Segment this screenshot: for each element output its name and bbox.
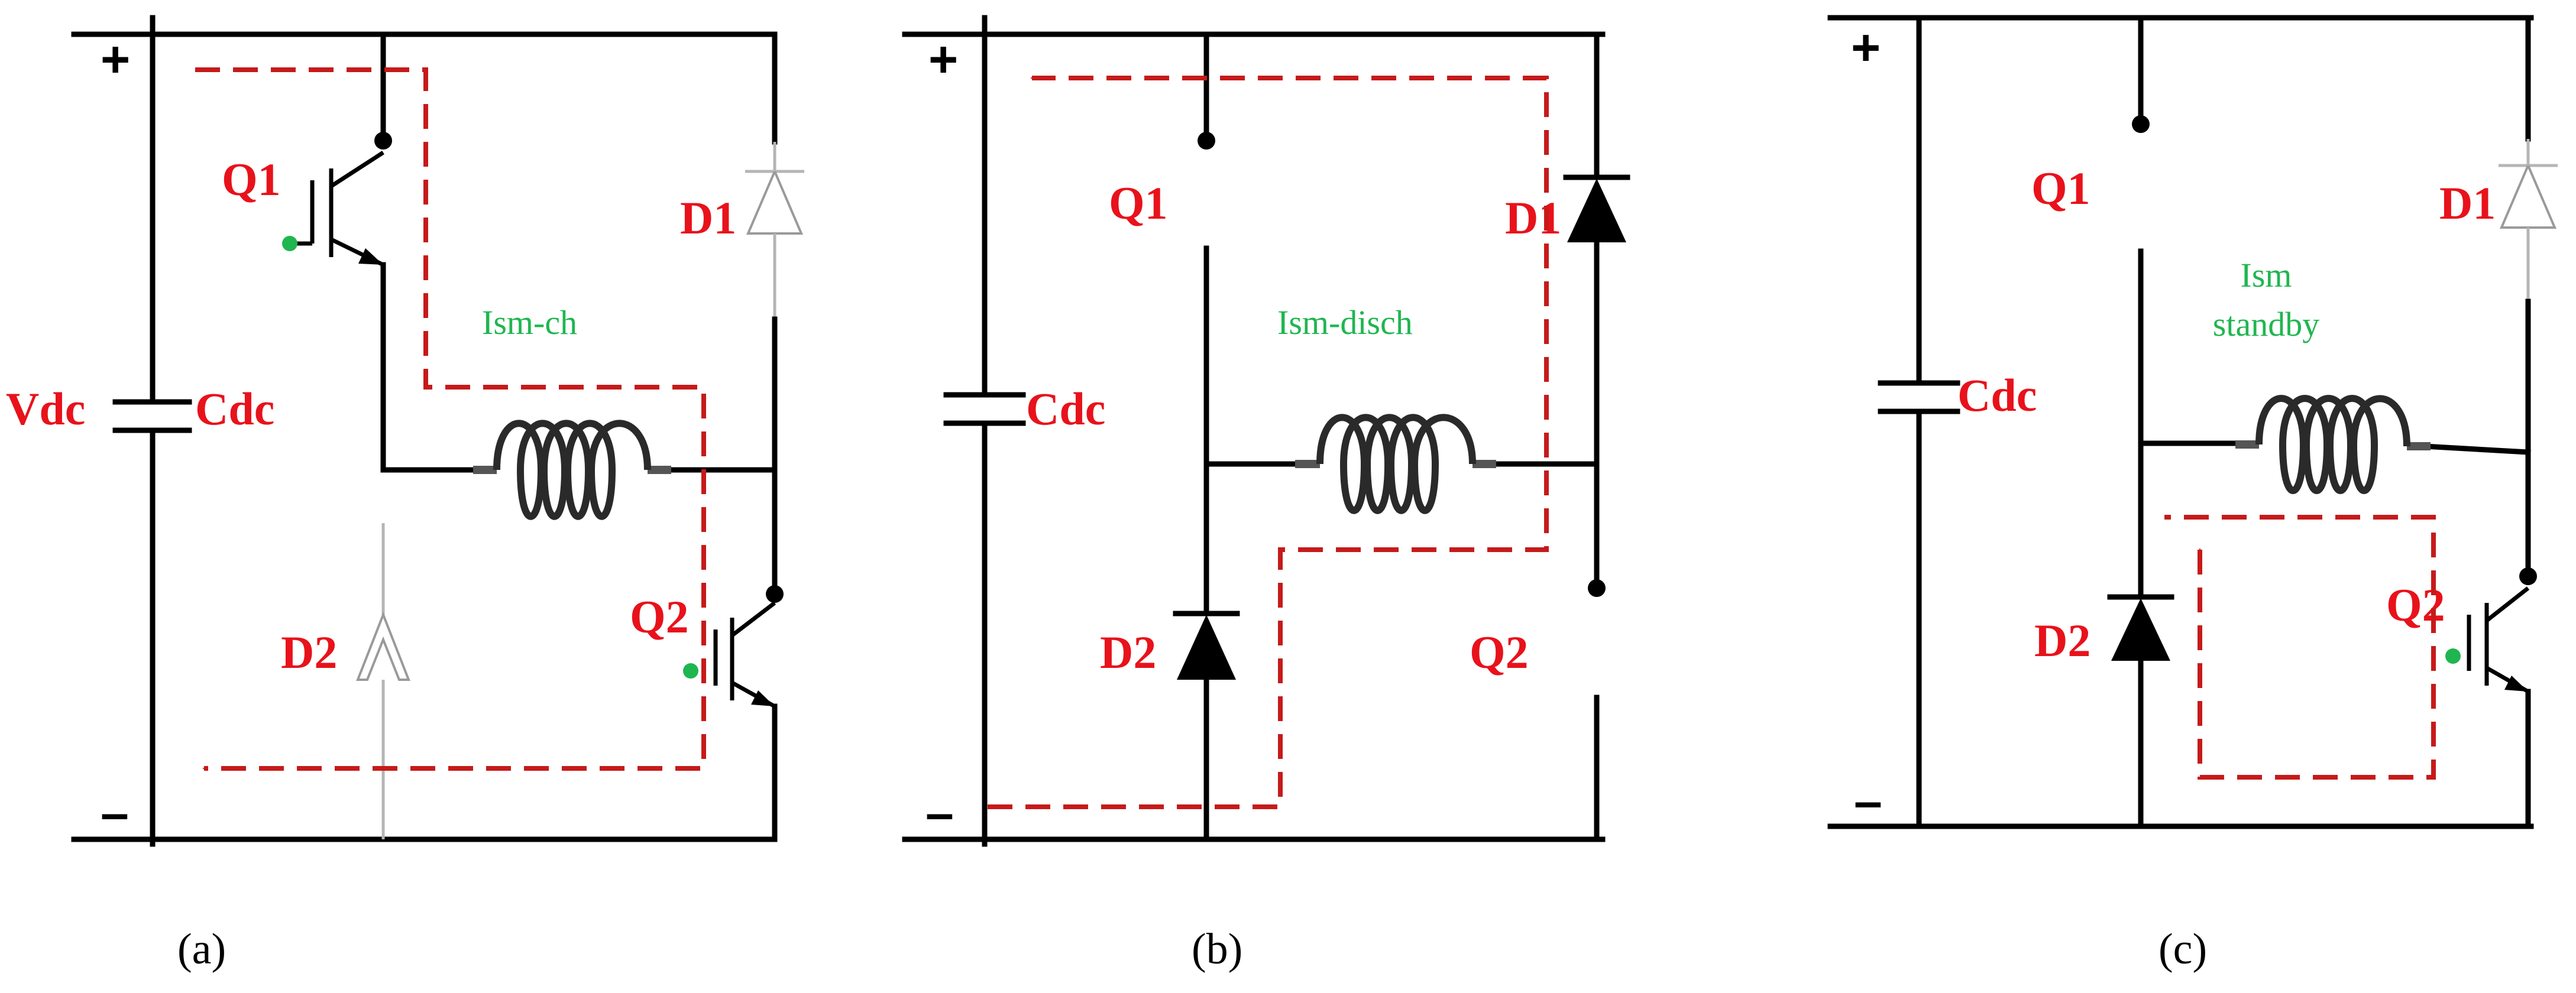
q2-label: Q2 xyxy=(2386,579,2445,631)
d2-diode-on xyxy=(2107,594,2174,661)
panel-b: + – Cdc Q1 D2 D1 Q xyxy=(902,15,1630,973)
d2-diode-on xyxy=(1173,611,1240,680)
q2-gate-dot xyxy=(683,663,698,679)
plus-sign: + xyxy=(928,31,958,88)
caption-b: (b) xyxy=(1192,925,1242,973)
q1-node xyxy=(1198,132,1215,150)
minus-sign: – xyxy=(1854,773,1882,830)
d2-label: D2 xyxy=(1100,627,1156,678)
q1-label: Q1 xyxy=(1109,177,1168,229)
minus-sign: – xyxy=(925,785,954,842)
capacitor-cdc xyxy=(943,15,1026,847)
current-path-discharging xyxy=(988,76,1549,809)
panel-a: + – Vdc Cdc Q1 D2 xyxy=(6,15,804,973)
q1-node xyxy=(374,132,392,150)
q2-igbt-symbol xyxy=(713,601,776,709)
current-label-line1: Ism xyxy=(2241,256,2292,294)
inductor-coil xyxy=(1295,414,1496,514)
current-label-line2: standby xyxy=(2213,305,2319,343)
q2-node xyxy=(766,585,784,603)
q1-igbt-symbol xyxy=(290,151,384,267)
capacitor-cdc xyxy=(1878,15,1960,829)
mid-wire-right xyxy=(2422,443,2531,455)
d1-diode-off xyxy=(2499,139,2558,301)
q2-label: Q2 xyxy=(630,591,689,642)
plus-sign: + xyxy=(101,31,130,88)
d1-label: D1 xyxy=(680,192,736,244)
panel-c: + – Cdc Q1 D2 D1 xyxy=(1827,15,2558,973)
cdc-label: Cdc xyxy=(195,383,274,434)
q1-label: Q1 xyxy=(2031,163,2090,214)
q1-gate-dot xyxy=(282,236,297,251)
capacitor-cdc xyxy=(112,15,192,847)
d1-diode-on xyxy=(1563,174,1630,242)
q1-node xyxy=(2132,115,2150,133)
cdc-label: Cdc xyxy=(1957,369,2037,421)
caption-a: (a) xyxy=(177,925,226,973)
q2-label: Q2 xyxy=(1470,627,1529,678)
current-label: Ism-ch xyxy=(482,303,577,342)
inductor-coil xyxy=(2235,395,2431,494)
plus-sign: + xyxy=(1851,20,1881,76)
current-label: Ism-disch xyxy=(1277,303,1413,342)
inductor-coil xyxy=(473,420,671,520)
d1-label: D1 xyxy=(1505,192,1561,244)
q2-node xyxy=(1588,579,1606,597)
d2-label: D2 xyxy=(281,627,337,678)
vdc-label: Vdc xyxy=(6,383,85,434)
d2-label: D2 xyxy=(2034,615,2090,666)
q2-igbt-symbol xyxy=(2467,586,2530,694)
d2-diode-off xyxy=(356,611,410,839)
q2-node xyxy=(2519,567,2537,585)
q2-gate-dot xyxy=(2445,648,2461,664)
cdc-label: Cdc xyxy=(1026,383,1105,434)
q1-label: Q1 xyxy=(222,154,281,205)
minus-sign: – xyxy=(101,785,129,842)
caption-c: (c) xyxy=(2158,925,2207,973)
current-path-standby xyxy=(2164,515,2436,780)
d1-diode-off xyxy=(745,142,804,319)
current-path-charging xyxy=(195,67,706,771)
d1-label: D1 xyxy=(2439,177,2496,229)
